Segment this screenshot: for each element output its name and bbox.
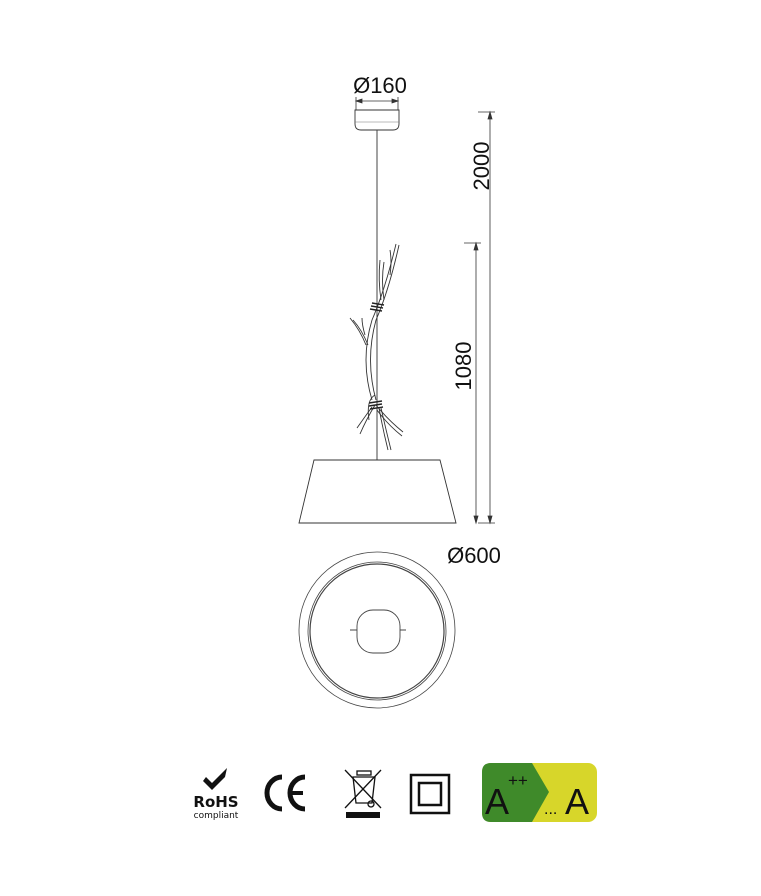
total-height-label: 2000 [469, 142, 494, 191]
lamp-height-label: 1080 [451, 342, 476, 391]
ce-mark-icon [264, 774, 306, 812]
canopy-dimension-line [354, 97, 400, 110]
canopy-diameter-label: Ø160 [353, 73, 407, 98]
ceiling-canopy [354, 109, 400, 131]
lamp-top-view [298, 551, 456, 709]
energy-best-class-sup: ++ [508, 771, 528, 790]
weee-bin-icon [344, 769, 382, 818]
branch-bindings [368, 302, 385, 410]
shade-diameter-label: Ø600 [447, 543, 501, 568]
energy-best-class: A [485, 781, 509, 822]
class-ii-double-insulation-icon [409, 773, 451, 815]
rohs-title: RoHS [193, 793, 238, 811]
rohs-icon: RoHS compliant [193, 768, 239, 821]
branch-decoration [349, 243, 404, 451]
energy-range-separator: ... [544, 801, 557, 818]
lamp-height-dimension-line [464, 241, 481, 525]
lamp-shade-side [298, 459, 457, 524]
rohs-subtitle: compliant [194, 811, 239, 821]
energy-worst-class: A [565, 781, 589, 822]
energy-class-label: A ++ ... A [482, 763, 597, 822]
total-height-dimension-line [478, 110, 495, 525]
